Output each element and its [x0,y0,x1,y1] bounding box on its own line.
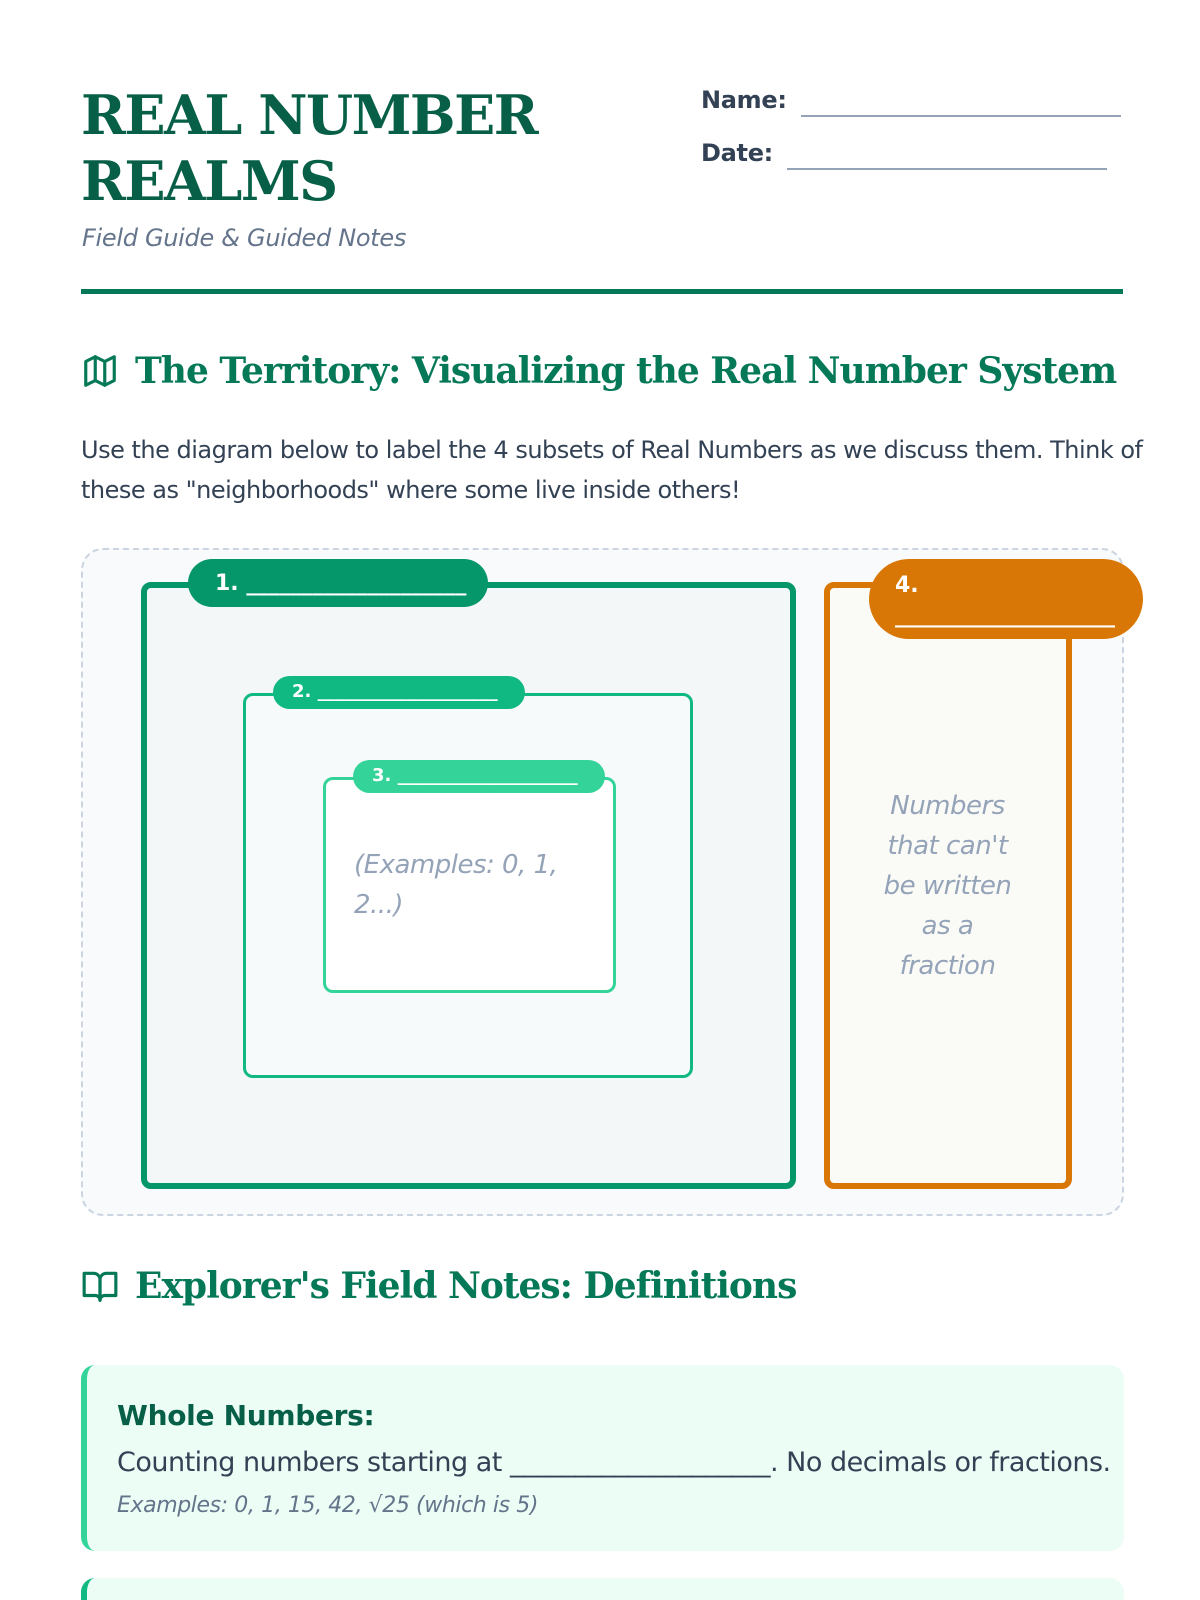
set-4-description: Numbers that can't be written as a fract… [883,791,1012,981]
set-label-1[interactable]: 1. ____________________ [188,559,488,607]
territory-intro: Use the diagram below to label the 4 sub… [81,436,1143,504]
definition-text-after: . No decimals or fractions. [769,1447,1111,1478]
definition-term: Whole Numbers: [117,1399,375,1432]
definition-blank[interactable]: ____________________ [509,1447,771,1478]
set-label-1-blank[interactable]: ____________________ [246,571,467,596]
set-label-4-number: 4. [895,573,919,598]
set-label-2[interactable]: 2. ____________________ [273,676,525,709]
worksheet-header: REAL NUMBER REALMS Field Guide & Guided … [81,82,1123,294]
definition-card-next [81,1578,1124,1600]
set-label-1-number: 1. [215,571,239,596]
set-label-2-blank[interactable]: ____________________ [317,681,498,702]
set-label-3[interactable]: 3. ____________________ [353,760,605,793]
name-label: Name: [701,86,787,114]
page-subtitle: Field Guide & Guided Notes [82,224,407,252]
set-label-4[interactable]: 4. ____________________ [869,559,1143,639]
real-number-diagram: (Examples: 0, 1, 2...) Numbers that can'… [81,548,1143,1216]
map-icon [81,352,119,390]
date-field[interactable]: Date: [701,139,1107,170]
set-label-2-number: 2. [292,681,312,702]
definitions-heading-text: Explorer's Field Notes: Definitions [135,1265,797,1307]
definition-text: Counting numbers starting at ___________… [117,1447,1111,1478]
name-field[interactable]: Name: [701,86,1121,117]
set-box-4: Numbers that can't be written as a fract… [824,582,1072,1189]
set-3-examples: (Examples: 0, 1, 2...) [354,850,558,920]
definition-card-whole-numbers: Whole Numbers: Counting numbers starting… [81,1365,1124,1551]
territory-heading-text: The Territory: Visualizing the Real Numb… [135,350,1117,392]
set-label-3-number: 3. [372,765,392,786]
set-label-3-blank[interactable]: ____________________ [397,765,578,786]
definition-examples: Examples: 0, 1, 15, 42, √25 (which is 5) [117,1493,539,1518]
set-label-4-blank[interactable]: ____________________ [895,603,1115,628]
date-input-line[interactable] [786,168,1107,170]
definitions-heading: Explorer's Field Notes: Definitions [81,1265,797,1307]
set-box-3: (Examples: 0, 1, 2...) [323,777,616,993]
page-title: REAL NUMBER REALMS [81,83,539,213]
definition-text-before: Counting numbers starting at [117,1447,510,1478]
name-input-line[interactable] [800,115,1121,117]
date-label: Date: [701,139,773,167]
open-book-icon [81,1267,119,1305]
territory-heading: The Territory: Visualizing the Real Numb… [81,350,1117,392]
